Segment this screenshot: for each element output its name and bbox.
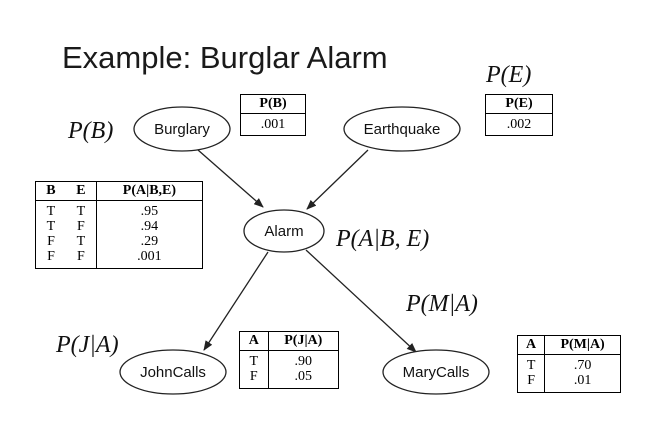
node-burglary-label: Burglary — [154, 121, 210, 138]
cpt-burglary: P(B) .001 — [240, 94, 306, 136]
node-earthquake-label: Earthquake — [364, 121, 441, 138]
table-row: F T .29 — [36, 234, 203, 249]
node-alarm-label: Alarm — [264, 223, 303, 240]
cpt-earthquake: P(E) .002 — [485, 94, 553, 136]
node-earthquake: Earthquake — [343, 106, 461, 152]
edge-burglary-alarm — [197, 149, 264, 208]
cpt-cell: F — [249, 369, 258, 384]
cpt-johncalls: A P(J|A) T .90 F .05 — [239, 331, 339, 389]
cpt-marycalls-header-a: A — [517, 335, 545, 355]
cpt-cell: T — [249, 354, 259, 369]
cpt-cell: .90 — [267, 350, 339, 369]
node-marycalls-label: MaryCalls — [403, 364, 470, 381]
slide-title: Example: Burglar Alarm — [62, 40, 388, 75]
cpt-earthquake-header: P(E) — [485, 94, 553, 114]
cpt-cell: .05 — [267, 369, 339, 389]
cpt-burglary-header: P(B) — [240, 94, 306, 114]
cpt-cell: .94 — [95, 219, 203, 234]
cpt-cell: .001 — [95, 249, 203, 269]
cpt-cell: T — [46, 204, 56, 219]
edge-earthquake-alarm — [306, 149, 369, 210]
cpt-johncalls-header-prob: P(J|A) — [267, 331, 339, 351]
cpt-marycalls: A P(M|A) T .70 F .01 — [517, 335, 621, 393]
node-alarm: Alarm — [243, 209, 325, 253]
label-p-j-given-a: P(J|A) — [55, 332, 119, 358]
cpt-alarm-header-e: E — [65, 181, 97, 201]
label-p-b: P(B) — [67, 118, 113, 144]
node-burglary: Burglary — [133, 106, 231, 152]
cpt-cell: T — [76, 204, 86, 219]
node-marycalls: MaryCalls — [382, 349, 490, 395]
cpt-cell: F — [47, 234, 55, 249]
cpt-cell: .29 — [95, 234, 203, 249]
cpt-cell: T — [526, 358, 536, 373]
label-p-e: P(E) — [485, 62, 531, 88]
table-row: F F .001 — [36, 249, 203, 269]
cpt-earthquake-value: .002 — [506, 117, 532, 132]
table-row: T T .95 — [36, 200, 203, 219]
table-row: F .01 — [518, 373, 621, 393]
table-row: T .90 — [240, 350, 339, 369]
cpt-cell: T — [76, 234, 86, 249]
cpt-cell: F — [47, 249, 55, 264]
cpt-alarm-header-b: B — [35, 181, 66, 201]
cpt-cell: .70 — [544, 354, 621, 373]
label-p-a-given-b-e: P(A|B, E) — [335, 226, 429, 252]
edge-alarm-marycalls — [305, 249, 417, 353]
cpt-alarm: B E P(A|B,E) T T .95 T F .94 F T .29 F F… — [35, 181, 203, 269]
table-row: T .70 — [518, 354, 621, 373]
cpt-cell: T — [46, 219, 56, 234]
edge-alarm-johncalls — [203, 251, 269, 351]
table-row: F .05 — [240, 369, 339, 389]
cpt-cell: F — [76, 249, 85, 264]
node-johncalls: JohnCalls — [119, 349, 227, 395]
cpt-cell: F — [527, 373, 535, 388]
cpt-marycalls-header-prob: P(M|A) — [544, 335, 621, 355]
cpt-cell: .95 — [95, 200, 203, 219]
cpt-cell: F — [76, 219, 85, 234]
cpt-johncalls-header-a: A — [239, 331, 269, 351]
cpt-cell: .01 — [544, 373, 621, 393]
cpt-burglary-value: .001 — [260, 117, 286, 132]
label-p-m-given-a: P(M|A) — [405, 291, 478, 317]
cpt-alarm-header-prob: P(A|B,E) — [95, 181, 203, 201]
table-row: T F .94 — [36, 219, 203, 234]
node-johncalls-label: JohnCalls — [140, 364, 206, 381]
